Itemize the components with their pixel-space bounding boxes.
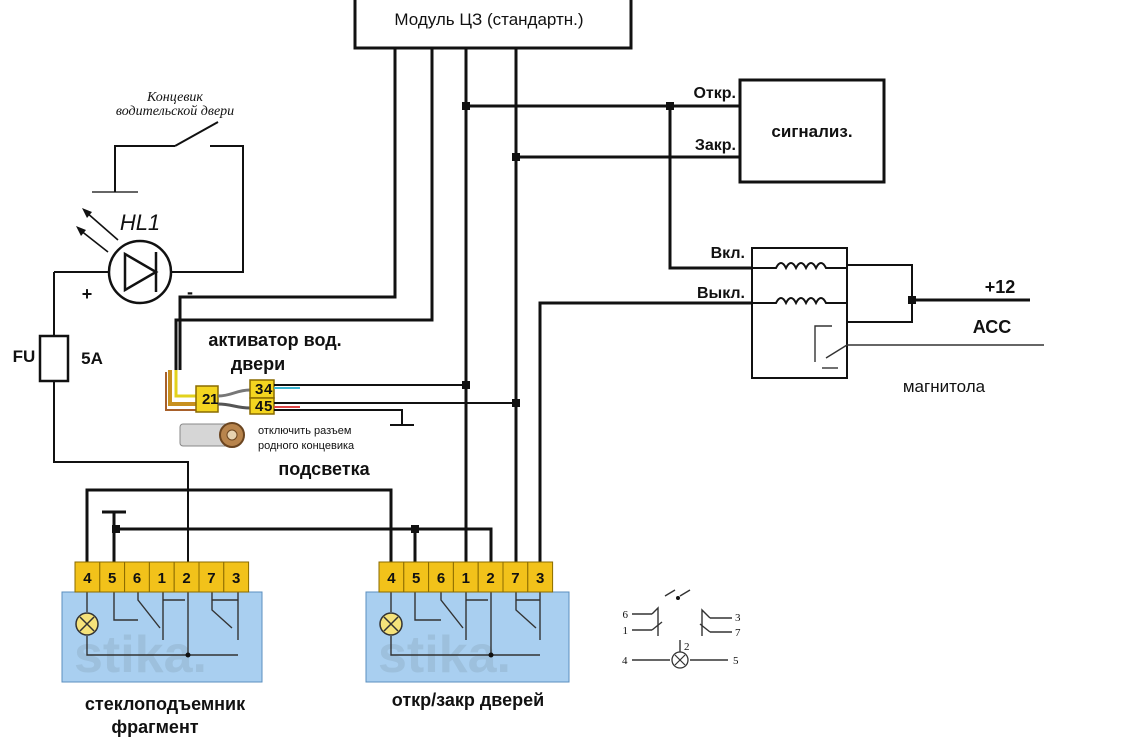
door-activator: активатор вод. двери 2 1 3 4 4 5 отключи… xyxy=(165,330,516,452)
conn-rt-4: 4 xyxy=(264,381,273,398)
switch-legend: 6 1 3 7 2 4 5 xyxy=(622,589,741,669)
window-block-pin-cell xyxy=(198,561,225,593)
window-block-pin-cell xyxy=(99,561,126,593)
plus12-label: +12 xyxy=(985,277,1016,297)
door-block-pin-cell xyxy=(452,561,479,593)
window-block-pin-label: 2 xyxy=(182,570,190,587)
legend-pin-1: 1 xyxy=(623,625,629,637)
relay-off-label: Выкл. xyxy=(697,285,745,302)
window-block-pin-label: 7 xyxy=(207,570,215,587)
switch-title-1: Концевик xyxy=(146,90,203,105)
legend-pin-7: 7 xyxy=(735,627,741,639)
switch-title-2: водительской двери xyxy=(116,104,234,119)
radio-label: магнитола xyxy=(903,377,986,396)
activator-line2: двери xyxy=(231,354,285,374)
door-lock-block: stika. xyxy=(365,591,570,684)
activator-note-1: отключить разъем xyxy=(258,425,351,437)
door-block-pin-cell xyxy=(502,561,529,593)
activator-line1: активатор вод. xyxy=(208,330,341,350)
module-title: Модуль ЦЗ (стандартн.) xyxy=(394,10,583,29)
window-block-pin-cell xyxy=(124,561,150,593)
window-block-pin-label: 6 xyxy=(133,570,141,587)
module-wires xyxy=(174,48,752,566)
conn-left-pin-1: 1 xyxy=(210,391,218,408)
conn-rb-4: 4 xyxy=(255,398,264,415)
door-block-pin-label: 6 xyxy=(437,570,445,587)
window-block-pin-label: 5 xyxy=(108,570,116,587)
door-block-pin-cell xyxy=(378,561,405,593)
conn-rt-3: 3 xyxy=(255,381,263,398)
legend-pin-3: 3 xyxy=(735,612,741,624)
relay-on-label: Вкл. xyxy=(711,245,745,262)
driver-door-switch: Концевик водительской двери xyxy=(92,90,244,273)
window-block-pin-label: 3 xyxy=(232,570,240,587)
door-block-pin-cell xyxy=(527,561,554,593)
fuse-name: FU xyxy=(13,347,36,366)
alarm-title: сигнализ. xyxy=(771,122,852,141)
acc-label: АСС xyxy=(973,317,1012,337)
window-block-label-2: фрагмент xyxy=(111,717,198,737)
door-block-pin-label: 7 xyxy=(511,570,519,587)
door-block-pin-label: 2 xyxy=(486,570,494,587)
bottom-buses xyxy=(85,488,493,566)
alarm-close-label: Закр. xyxy=(695,137,736,154)
fuse-rating: 5А xyxy=(81,349,103,368)
fuse: FU 5А xyxy=(13,272,189,566)
window-block-pin-label: 1 xyxy=(158,570,166,587)
door-block-pin-cell xyxy=(403,561,430,593)
window-block-pin-label: 4 xyxy=(83,570,92,587)
backlight-label: подсветка xyxy=(278,459,370,479)
conn-left-pin-2: 2 xyxy=(202,391,210,408)
door-block-label: откр/закр дверей xyxy=(392,690,544,710)
window-block-label-1: стеклоподъемник xyxy=(85,694,246,714)
legend-pin-6: 6 xyxy=(623,609,629,621)
window-block-pin-cell xyxy=(223,561,250,593)
legend-pin-2: 2 xyxy=(684,641,690,653)
window-lift-block: stika. xyxy=(61,591,263,684)
led-name: HL1 xyxy=(120,210,160,235)
door-block-pin-label: 4 xyxy=(387,570,396,587)
door-block-pin-cell xyxy=(477,561,504,593)
led-minus: - xyxy=(187,282,193,302)
alarm-unit: сигнализ. Откр. Закр. xyxy=(693,78,886,184)
alarm-open-label: Откр. xyxy=(693,85,736,102)
legend-lamp-5: 5 xyxy=(733,655,739,667)
door-block-pin-label: 1 xyxy=(462,570,470,587)
led-plus: + xyxy=(82,284,93,304)
central-lock-module: Модуль ЦЗ (стандартн.) xyxy=(353,0,633,50)
conn-rb-5: 5 xyxy=(264,398,272,415)
activator-note-2: родного концевика xyxy=(258,440,355,452)
door-block-pin-label: 3 xyxy=(536,570,544,587)
led-hl1: HL1 + - xyxy=(54,208,193,305)
door-block-pin-label: 5 xyxy=(412,570,420,587)
relay: Вкл. Выкл. +12 АСС магнитола xyxy=(697,245,1044,396)
legend-lamp-4: 4 xyxy=(622,655,628,667)
